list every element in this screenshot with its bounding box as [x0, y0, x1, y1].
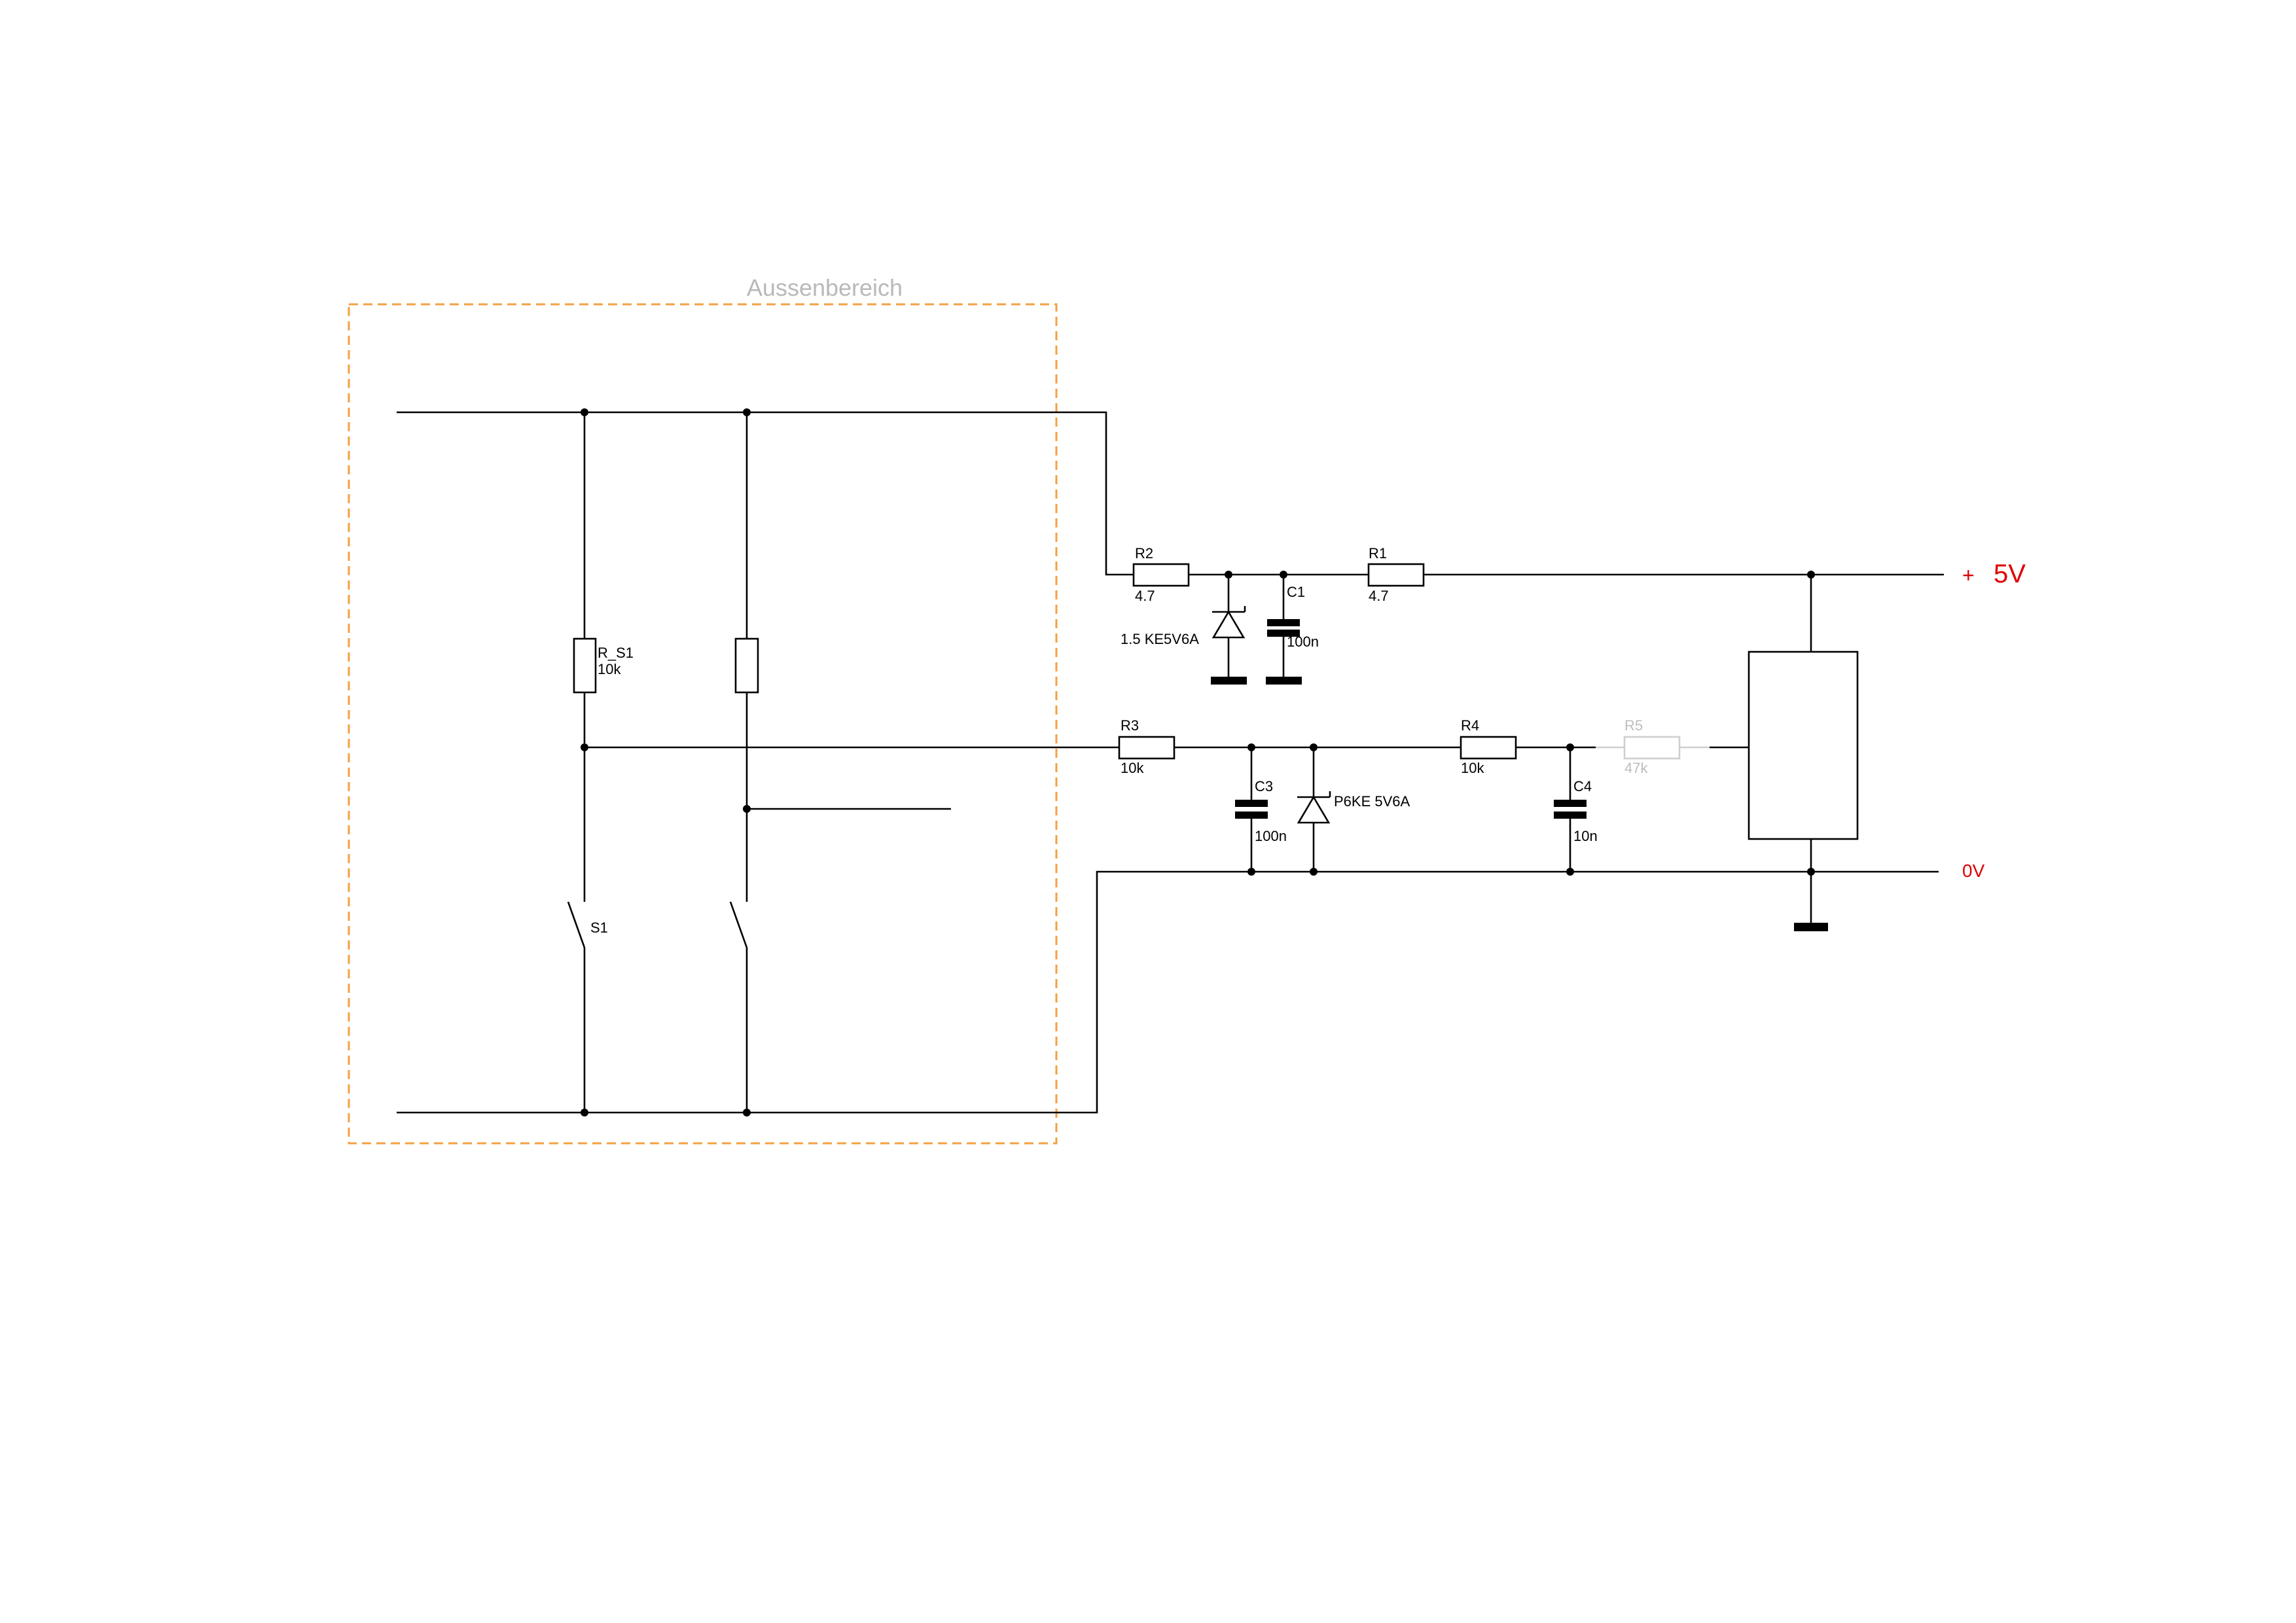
- ground-symbol-c1: [1266, 677, 1302, 685]
- rail-plus-sign: +: [1962, 563, 1975, 587]
- junction-dot: [1280, 571, 1287, 579]
- capacitor-c1-plate-a: [1267, 619, 1300, 626]
- junction-dot: [581, 1109, 588, 1116]
- r1-value-label: 4.7: [1369, 588, 1389, 604]
- capacitor-c4-plate-a: [1554, 800, 1587, 807]
- bottom-bus-wire: [397, 870, 1939, 1114]
- junction-dot: [1225, 571, 1232, 579]
- resistor-r2: [1132, 563, 1190, 587]
- junction-dot: [1807, 571, 1815, 579]
- c1-value-label: 100n: [1287, 633, 1319, 650]
- tvs-diode-mid-bar: [1297, 791, 1331, 798]
- ground-symbol-ic: [1794, 923, 1828, 931]
- d-mid-value-label: P6KE 5V6A: [1334, 793, 1410, 810]
- ground-symbol-dtop: [1211, 677, 1247, 685]
- c4-ref-label: C4: [1573, 778, 1592, 794]
- s1-ref-label: S1: [590, 919, 608, 936]
- resistor-r1: [1367, 563, 1425, 587]
- junction-dot: [1247, 743, 1255, 751]
- capacitor-c4-plate-b: [1554, 812, 1587, 819]
- junction-dot: [743, 1109, 751, 1116]
- r3-ref-label: R3: [1121, 717, 1139, 734]
- resistor-unlabeled: [734, 637, 759, 694]
- tvs-diode-top-bar: [1212, 606, 1246, 613]
- junction-dot: [743, 408, 751, 416]
- junction-dots: [581, 408, 1815, 1116]
- r-s1-ref-label: R_S1: [598, 645, 634, 661]
- rail-supply-label: 5V: [1994, 560, 2026, 588]
- junction-dot: [581, 408, 588, 416]
- r1-ref-label: R1: [1369, 545, 1387, 562]
- resistor-r5: [1623, 736, 1681, 760]
- c3-ref-label: C3: [1255, 778, 1273, 794]
- junction-dot: [1566, 743, 1574, 751]
- r2-value-label: 4.7: [1135, 588, 1155, 604]
- junction-dot: [1566, 868, 1574, 876]
- junction-dot: [1310, 868, 1318, 876]
- top-bus-wire: [397, 411, 1134, 576]
- r5-ref-label: R5: [1624, 717, 1643, 734]
- capacitor-c3-plate-a: [1235, 800, 1268, 807]
- tvs-diode-mid: [1297, 795, 1331, 824]
- c4-value-label: 10n: [1573, 828, 1598, 844]
- switch-s1-blade: [567, 901, 586, 948]
- junction-dot: [743, 805, 751, 813]
- d-top-value-label: 1.5 KE5V6A: [1121, 631, 1199, 647]
- r4-ref-label: R4: [1461, 717, 1479, 734]
- aussenbereich-region: [348, 303, 1058, 1145]
- resistor-r3: [1118, 736, 1175, 760]
- resistor-r4: [1460, 736, 1517, 760]
- capacitor-c3-plate-b: [1235, 812, 1268, 819]
- junction-dot: [1807, 868, 1815, 876]
- r5-value-label: 47k: [1624, 760, 1648, 776]
- c1-ref-label: C1: [1287, 584, 1305, 600]
- resistor-r-s1: [573, 637, 597, 694]
- junction-dot: [1247, 868, 1255, 876]
- ic-block: [1748, 651, 1859, 840]
- tvs-diode-top: [1211, 610, 1246, 639]
- r4-value-label: 10k: [1461, 760, 1484, 776]
- r-s1-value-label: 10k: [598, 661, 621, 677]
- region-title: Aussenbereich: [747, 274, 903, 301]
- junction-dot: [1310, 743, 1318, 751]
- r3-value-label: 10k: [1121, 760, 1144, 776]
- c3-value-label: 100n: [1255, 828, 1287, 844]
- junction-dot: [581, 743, 588, 751]
- r2-ref-label: R2: [1135, 545, 1153, 562]
- rail-ground-label: 0V: [1962, 861, 1985, 881]
- capacitor-c1-plate-b: [1267, 630, 1300, 637]
- switch-unlabeled-blade: [729, 901, 748, 948]
